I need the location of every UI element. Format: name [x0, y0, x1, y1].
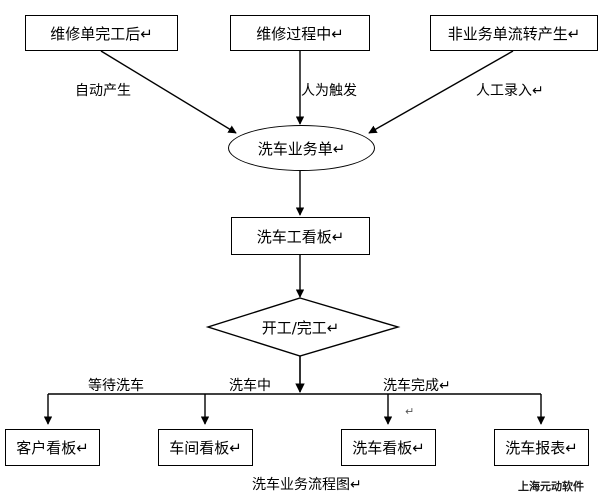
edge-label-manual-entry: 人工录入↵: [476, 80, 544, 100]
node-source-repair-complete[interactable]: 维修单完工后↵: [25, 15, 178, 51]
edge-label-text: 人为触发: [301, 83, 357, 99]
edge-label-waiting-wash: 等待洗车: [88, 375, 144, 395]
edge-label-text: 等待洗车: [88, 378, 144, 394]
edge-label-wash-done: 洗车完成↵: [383, 375, 451, 395]
node-source-repair-in-progress[interactable]: 维修过程中↵: [230, 15, 370, 51]
edge-label-washing: 洗车中: [229, 375, 271, 395]
node-label: 客户看板↵: [16, 439, 89, 457]
node-output-workshop-board[interactable]: 车间看板↵: [158, 429, 253, 466]
edge-label-text: 自动产生: [75, 83, 131, 99]
node-label: 车间看板↵: [169, 439, 242, 457]
node-car-wash-worker-board[interactable]: 洗车工看板↵: [231, 217, 370, 255]
node-output-wash-board[interactable]: 洗车看板↵: [341, 429, 436, 466]
stray-pilcrow-text: ↵: [405, 405, 415, 418]
edge-label-text: 人工录入↵: [476, 83, 544, 99]
diagram-caption: 洗车业务流程图↵: [252, 474, 362, 494]
node-output-wash-report[interactable]: 洗车报表↵: [494, 429, 589, 466]
stray-pilcrow-mark: ↵: [405, 405, 414, 418]
diagram-caption-text: 洗车业务流程图↵: [252, 477, 362, 493]
node-label: 洗车看板↵: [352, 439, 425, 457]
node-label: 洗车工看板↵: [256, 227, 345, 246]
edge-label-text: 洗车完成↵: [383, 378, 451, 394]
node-label: 维修过程中↵: [256, 24, 344, 43]
watermark-text: 上海元动软件: [518, 480, 584, 493]
node-decision-start-finish[interactable]: 开工/完工↵: [228, 313, 373, 341]
node-label: 非业务单流转产生↵: [447, 24, 581, 43]
edge-label-manual-trigger: 人为触发: [301, 80, 357, 100]
edge-label-text: 洗车中: [229, 378, 271, 394]
node-source-non-business-order[interactable]: 非业务单流转产生↵: [430, 15, 598, 51]
edge-label-auto-generate: 自动产生: [75, 80, 131, 100]
node-output-customer-board[interactable]: 客户看板↵: [5, 429, 100, 466]
watermark-label: 上海元动软件: [518, 478, 584, 494]
node-label: 洗车报表↵: [505, 439, 578, 457]
node-label: 开工/完工↵: [261, 318, 340, 337]
node-car-wash-business-order[interactable]: 洗车业务单↵: [228, 125, 375, 171]
node-label: 维修单完工后↵: [50, 24, 153, 43]
node-label: 洗车业务单↵: [257, 139, 346, 158]
